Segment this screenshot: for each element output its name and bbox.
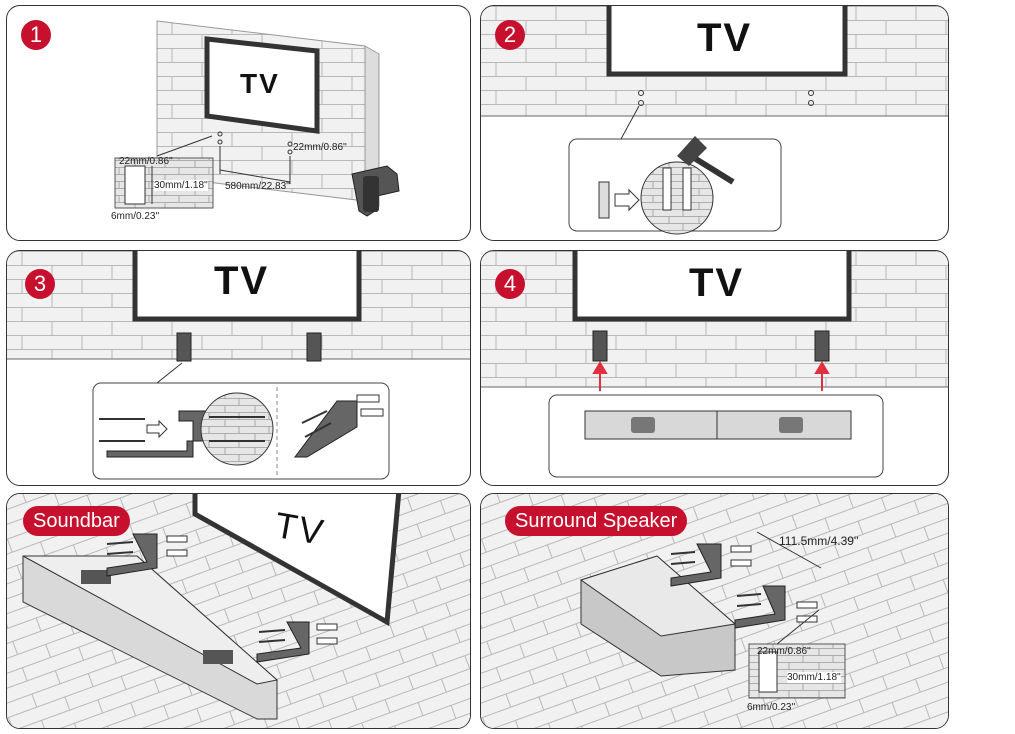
surround-wall-depth: 30mm/1.18'' bbox=[787, 672, 841, 683]
step-1-tv-label: TV bbox=[240, 68, 280, 99]
step-3-illustration bbox=[7, 251, 470, 480]
soundbar-label: Soundbar bbox=[23, 506, 130, 536]
step-1-wall-depth: 30mm/1.18'' bbox=[154, 180, 208, 191]
step-3-panel: 3 TV bbox=[6, 250, 471, 486]
step-1-hole-spacing: 580mm/22.83'' bbox=[225, 181, 290, 192]
step-3-tv-label: TV bbox=[214, 259, 270, 303]
soundbar-panel: Soundbar TV bbox=[6, 493, 471, 729]
hammer-icon bbox=[677, 136, 735, 185]
step-2-tv-label: TV bbox=[697, 16, 753, 60]
soundbar-tv-label: TV bbox=[271, 503, 329, 554]
step-3-number: 3 bbox=[25, 269, 55, 299]
soundbar-illustration bbox=[7, 494, 470, 728]
step-4-illustration bbox=[481, 251, 948, 478]
step-4-number: 4 bbox=[495, 269, 525, 299]
step-1-number: 1 bbox=[21, 20, 51, 50]
surround-panel: Surround Speaker 111.5mm/4.39'' 22mm/0.8… bbox=[480, 493, 949, 729]
surround-drill-bit: 6mm/0.23'' bbox=[747, 702, 796, 713]
step-1-panel: 1 TV 22mm/0.86'' 30mm/1.18'' 6mm/0.23'' … bbox=[6, 5, 471, 241]
surround-hole-depth: 22mm/0.86'' bbox=[757, 646, 811, 657]
step-4-panel: 4 TV bbox=[480, 250, 949, 486]
drill-icon bbox=[351, 165, 400, 217]
surround-spacing: 111.5mm/4.39'' bbox=[779, 534, 859, 548]
step-2-panel: 2 TV bbox=[480, 5, 949, 241]
step-1-hole-depth: 22mm/0.86'' bbox=[119, 156, 173, 167]
surround-label: Surround Speaker bbox=[505, 506, 688, 536]
step-1-vertical-spacing: 22mm/0.86'' bbox=[293, 142, 347, 153]
step-1-illustration bbox=[114, 20, 400, 217]
step-4-tv-label: TV bbox=[689, 261, 745, 305]
step-1-drill-bit: 6mm/0.23'' bbox=[111, 211, 160, 222]
step-2-illustration bbox=[481, 6, 948, 235]
step-2-number: 2 bbox=[495, 20, 525, 50]
